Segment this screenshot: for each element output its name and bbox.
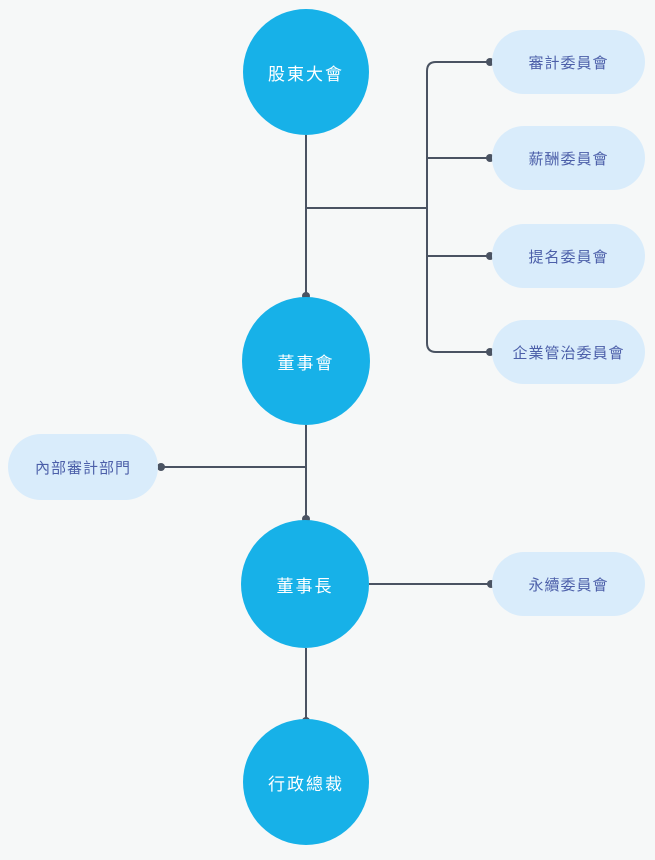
- bracket-committees: [426, 61, 490, 353]
- node-label: 股東大會: [268, 64, 344, 85]
- node-board-of-directors: 董事會: [242, 297, 370, 425]
- node-label: 董事長: [276, 576, 334, 597]
- node-ceo: 行政總裁: [243, 719, 369, 845]
- node-label: 董事會: [277, 353, 335, 374]
- connector-paths: [160, 61, 491, 719]
- pill-label: 永續委員會: [528, 575, 609, 594]
- node-shareholders-meeting: 股東大會: [243, 9, 369, 135]
- pill-corporate-governance-committee: 企業管治委員會: [492, 320, 645, 384]
- node-chairman: 董事長: [241, 520, 369, 648]
- node-label: 行政總裁: [268, 774, 344, 795]
- pill-label: 內部審計部門: [34, 458, 131, 477]
- pill-label: 提名委員會: [528, 247, 609, 266]
- pill-label: 薪酬委員會: [528, 149, 609, 168]
- pill-label: 審計委員會: [528, 53, 609, 72]
- pill-audit-committee: 審計委員會: [492, 30, 645, 94]
- pill-remuneration-committee: 薪酬委員會: [492, 126, 645, 190]
- pill-sustainability-committee: 永續委員會: [492, 552, 645, 616]
- pill-nomination-committee: 提名委員會: [492, 224, 645, 288]
- pill-internal-audit-department: 內部審計部門: [8, 434, 158, 500]
- dot-internal-audit: [157, 463, 165, 471]
- pill-label: 企業管治委員會: [512, 343, 625, 362]
